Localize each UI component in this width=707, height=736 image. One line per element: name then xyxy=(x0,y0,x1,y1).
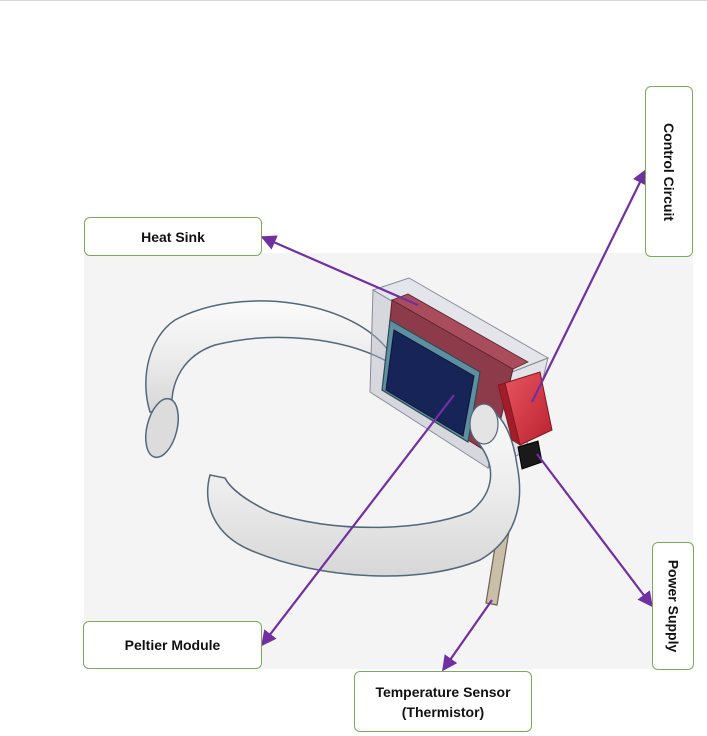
control-circuit-label-box: Control Circuit xyxy=(645,86,693,257)
temperature-sensor-label: Temperature Sensor (Thermistor) xyxy=(375,683,511,720)
peltier-module-arrow xyxy=(261,394,455,647)
band-upper xyxy=(145,300,389,413)
heat-sink-arrow xyxy=(260,235,419,307)
control-circuit-arrow xyxy=(531,168,647,403)
power-supply-label-box: Power Supply xyxy=(652,542,694,670)
heat-sink-label: Heat Sink xyxy=(141,228,205,245)
peltier-module-label-box: Peltier Module xyxy=(83,621,262,669)
peltier-module-label: Peltier Module xyxy=(124,637,221,653)
temperature-sensor-arrow xyxy=(442,599,493,672)
power-supply-arrow xyxy=(536,453,653,608)
control-circuit-label: Control Circuit xyxy=(661,122,677,221)
power-supply-label: Power Supply xyxy=(665,559,682,653)
top-rule xyxy=(0,0,707,1)
band-upper-end xyxy=(144,397,180,459)
temperature-sensor-label-box: Temperature Sensor (Thermistor) xyxy=(354,671,532,732)
band-lower-end xyxy=(469,403,499,445)
heat-sink-label-box: Heat Sink xyxy=(84,217,262,256)
